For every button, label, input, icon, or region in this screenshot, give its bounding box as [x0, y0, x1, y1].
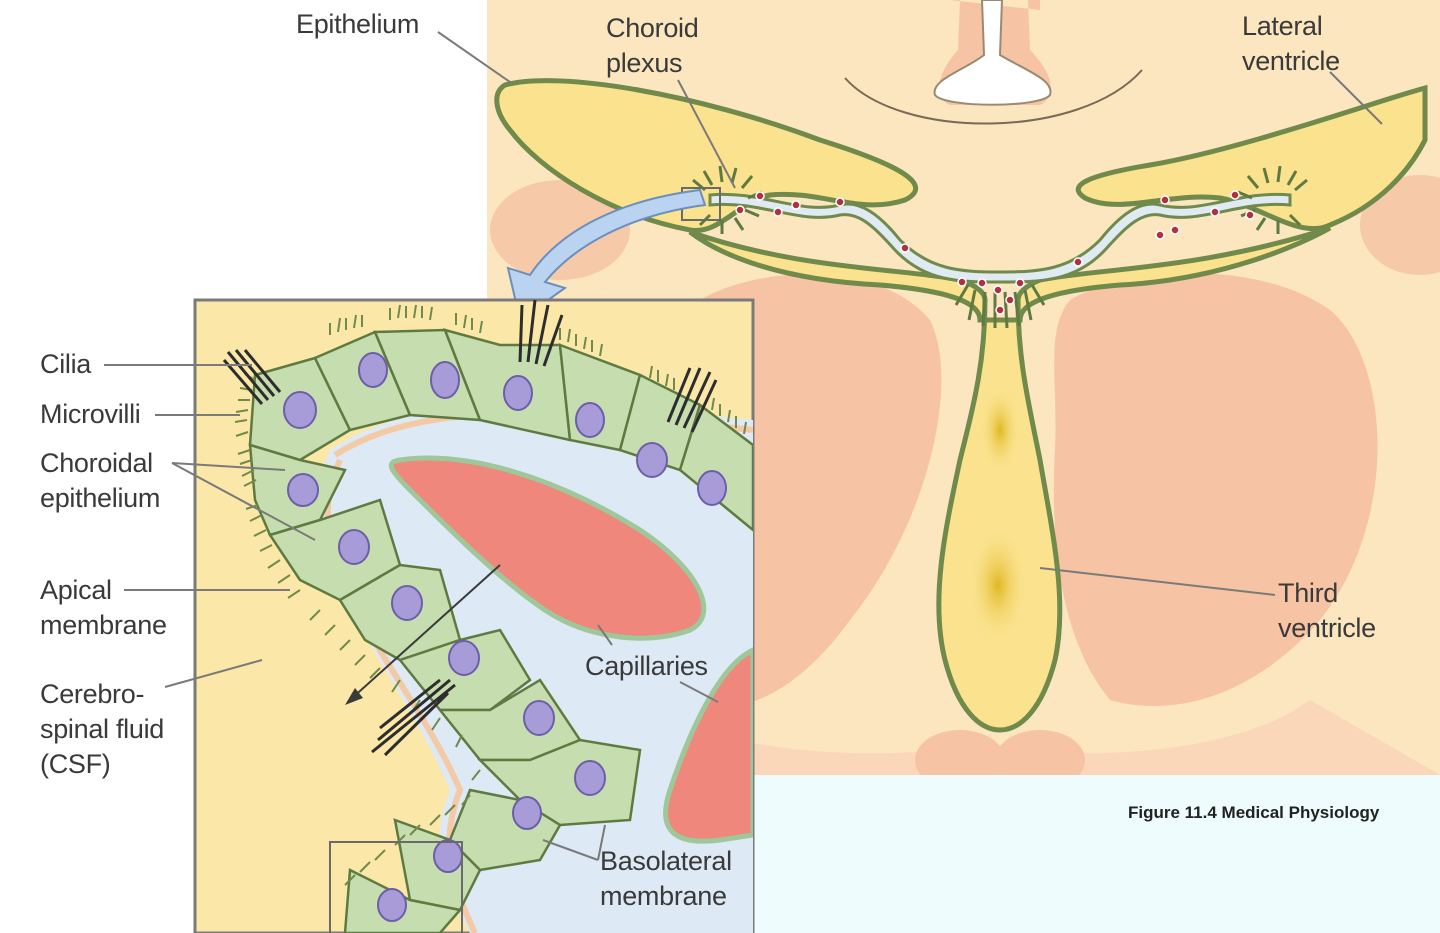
optic-right [995, 730, 1085, 775]
nuclei [283, 352, 727, 922]
label-third-ventricle-2: ventricle [1278, 613, 1376, 643]
optic-left [915, 730, 1005, 775]
choroid-plexus-leader [677, 79, 736, 189]
label-lateral-ventricle-1: Lateral [1242, 11, 1322, 41]
choroid-plexus-tufts [692, 165, 1308, 329]
thalamus-right [1053, 273, 1378, 707]
basolateral-leader-1 [542, 839, 599, 861]
third-ventricle-shape [688, 225, 1332, 733]
label-csf-1: Cerebro- [40, 679, 144, 709]
epithelium-leader [437, 31, 511, 83]
label-capillaries: Capillaries [585, 651, 708, 681]
flow-arrow [349, 564, 501, 701]
caudate-right [1360, 175, 1440, 275]
label-choroid-plexus-1: Choroid [606, 13, 698, 43]
choroidal-epithelium-leader-2 [171, 462, 316, 541]
zoom-box-inset [329, 841, 463, 933]
label-basolateral-1: Basolateral [600, 846, 732, 876]
lateral-ventricle-right [1075, 84, 1428, 232]
label-csf-2: spinal fluid [40, 714, 164, 744]
label-epithelium: Epithelium [296, 9, 419, 39]
label-apical-membrane-2: membrane [40, 610, 167, 640]
figure-caption: Figure 11.4 Medical Physiology [1128, 803, 1380, 822]
csf-leader [164, 659, 263, 688]
basolateral-leader-2 [597, 824, 606, 861]
label-cilia: Cilia [40, 349, 92, 379]
choroidal-epithelium-leader-1 [171, 462, 286, 471]
label-apical-membrane-1: Apical [40, 575, 112, 605]
leader-lines [104, 31, 1383, 861]
label-microvilli: Microvilli [40, 399, 141, 429]
flow-arrowhead [345, 688, 363, 705]
capillaries-leader-2 [679, 681, 719, 703]
capillary-large [388, 455, 707, 641]
label-choroidal-epithelium-1: Choroidal [40, 448, 153, 478]
ventricle-shade-lower [968, 525, 1028, 645]
third-ventricle-leader [1039, 567, 1276, 596]
corpus-callosum-arc [844, 69, 1143, 125]
lateral-ventricle-left [494, 78, 919, 233]
label-choroidal-epithelium-2: epithelium [40, 483, 160, 513]
label-lateral-ventricle-2: ventricle [1242, 46, 1340, 76]
caption-panel [753, 775, 1440, 933]
capillaries-leader [597, 624, 613, 646]
label-csf-3: (CSF) [40, 749, 110, 779]
capillary-lower [663, 647, 753, 844]
ventricle-shade-upper [980, 385, 1020, 475]
labels: Epithelium Choroid plexus Lateral ventri… [40, 9, 1380, 911]
plexus-capillary-dots [735, 190, 1255, 315]
label-third-ventricle-1: Third [1278, 578, 1338, 608]
label-basolateral-2: membrane [600, 881, 727, 911]
cilia [222, 300, 718, 757]
septum-cavity [933, 0, 1052, 106]
caudate-left [490, 180, 630, 280]
inset-detail [193, 298, 755, 933]
lateral-ventricle-leader [1329, 71, 1383, 125]
lower-structure [560, 700, 1440, 775]
choroid-plexus-strand [708, 192, 1292, 284]
label-choroid-plexus-2: plexus [606, 48, 682, 78]
